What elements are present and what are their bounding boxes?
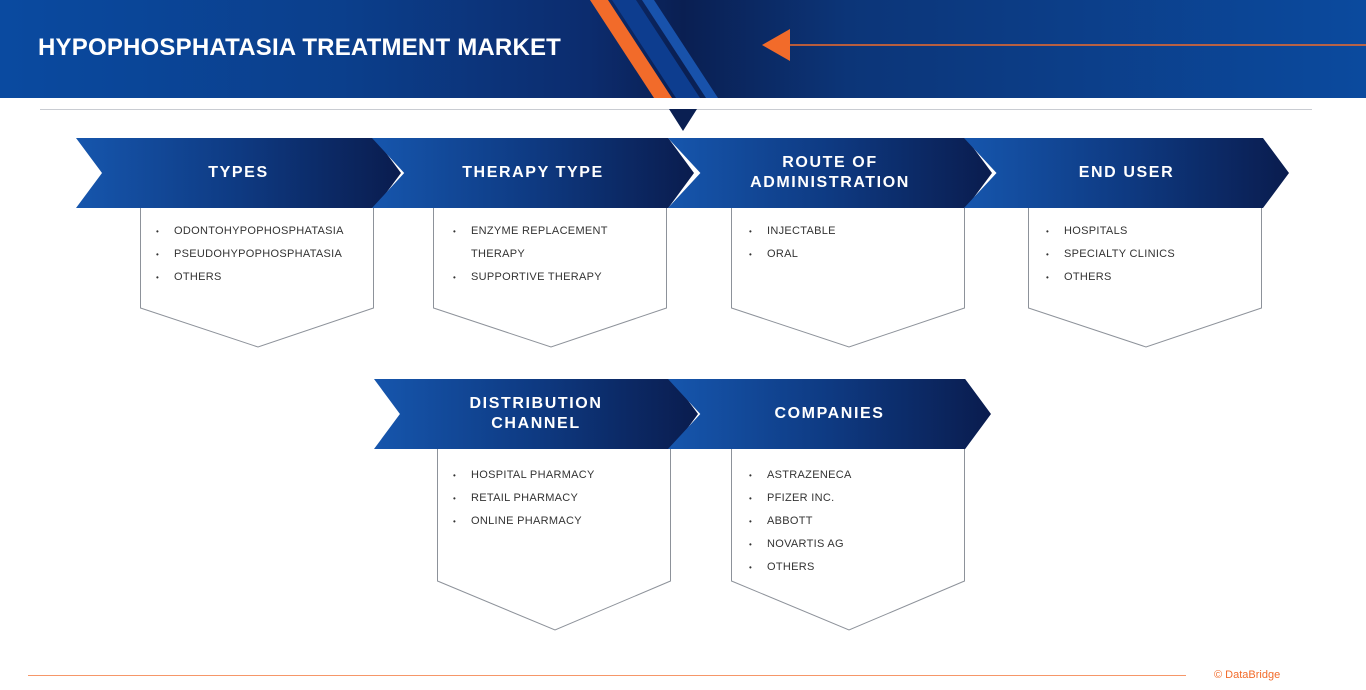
segment-title: END USER (1078, 164, 1175, 181)
segment-list: HOSPITAL PHARMACY RETAIL PHARMACY ONLINE… (437, 464, 595, 533)
header-stripes-decoration (590, 0, 718, 98)
list-item: ORAL (749, 243, 836, 266)
list-item: RETAIL PHARMACY (453, 487, 595, 510)
list-item: OTHERS (749, 556, 852, 579)
segment-panel-companies: ASTRAZENECA PFIZER INC. ABBOTT NOVARTIS … (731, 449, 967, 633)
segment-header-route-of-administration: ROUTE OF ADMINISTRATION (668, 138, 992, 208)
list-item: PFIZER INC. (749, 487, 852, 510)
list-item: ENZYME REPLACEMENT THERAPY (453, 220, 631, 266)
segment-panel-distribution-channel: HOSPITAL PHARMACY RETAIL PHARMACY ONLINE… (437, 449, 673, 633)
segment-list: INJECTABLE ORAL (731, 220, 836, 266)
segment-header-therapy-type: THERAPY TYPE (372, 138, 694, 208)
segment-header-companies: COMPANIES (668, 379, 991, 449)
segment-title: ROUTE OF ADMINISTRATION (750, 154, 910, 191)
list-item: HOSPITAL PHARMACY (453, 464, 595, 487)
header-banner: HYPOPHOSPHATASIA TREATMENT MARKET (0, 0, 1366, 98)
list-item: ASTRAZENECA (749, 464, 852, 487)
segment-header-distribution-channel: DISTRIBUTION CHANNEL (374, 379, 698, 449)
segment-panel-types: ODONTOHYPOPHOSPHATASIA PSEUDOHYPOPHOSPHA… (140, 208, 376, 350)
list-item: HOSPITALS (1046, 220, 1175, 243)
list-item: ONLINE PHARMACY (453, 510, 595, 533)
segment-title: COMPANIES (774, 405, 885, 422)
segment-list: ENZYME REPLACEMENT THERAPY SUPPORTIVE TH… (433, 220, 631, 289)
segment-title: TYPES (208, 164, 269, 181)
bottom-divider (28, 675, 1186, 676)
list-item: NOVARTIS AG (749, 533, 852, 556)
list-item: OTHERS (156, 266, 344, 289)
footer-credit: © DataBridge (1214, 669, 1281, 681)
down-triangle-icon (669, 109, 697, 131)
list-item: SPECIALTY CLINICS (1046, 243, 1175, 266)
list-item: ODONTOHYPOPHOSPHATASIA (156, 220, 344, 243)
page-title: HYPOPHOSPHATASIA TREATMENT MARKET (38, 34, 562, 61)
segment-list: ODONTOHYPOPHOSPHATASIA PSEUDOHYPOPHOSPHA… (140, 220, 344, 289)
left-arrow-icon (762, 29, 1366, 61)
segment-panel-therapy-type: ENZYME REPLACEMENT THERAPY SUPPORTIVE TH… (433, 208, 669, 350)
segment-panel-route-of-administration: INJECTABLE ORAL (731, 208, 967, 350)
list-item: INJECTABLE (749, 220, 836, 243)
list-item: SUPPORTIVE THERAPY (453, 266, 631, 289)
segment-header-end-user: END USER (964, 138, 1289, 208)
segment-panel-end-user: HOSPITALS SPECIALTY CLINICS OTHERS (1028, 208, 1264, 350)
list-item: PSEUDOHYPOPHOSPHATASIA (156, 243, 344, 266)
segment-title: DISTRIBUTION CHANNEL (469, 395, 603, 432)
segment-header-types: TYPES (76, 138, 401, 208)
segment-title: THERAPY TYPE (462, 164, 604, 181)
segment-list: ASTRAZENECA PFIZER INC. ABBOTT NOVARTIS … (731, 464, 852, 579)
list-item: OTHERS (1046, 266, 1175, 289)
list-item: ABBOTT (749, 510, 852, 533)
segment-list: HOSPITALS SPECIALTY CLINICS OTHERS (1028, 220, 1175, 289)
